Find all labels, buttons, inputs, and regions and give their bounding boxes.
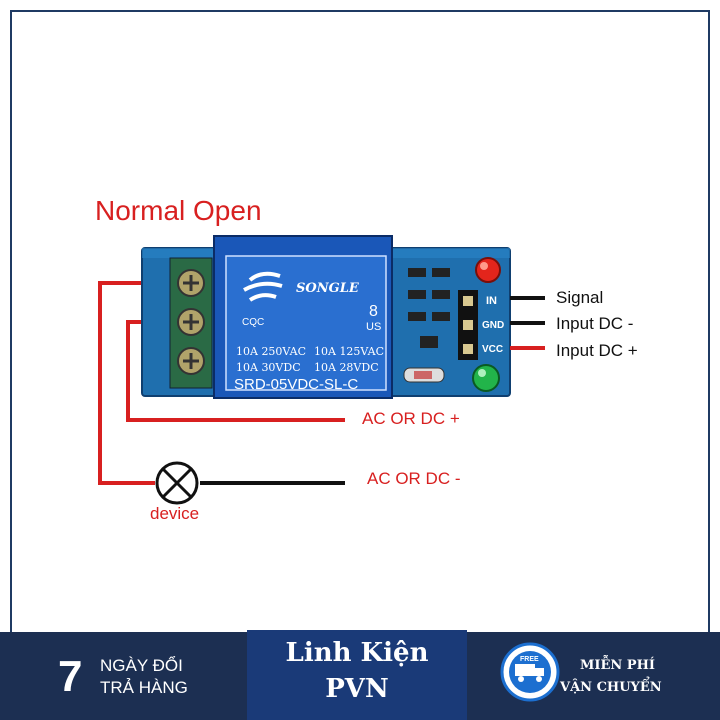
wire-normally-open: [98, 281, 160, 485]
songle-logo-icon: [243, 271, 283, 302]
power-led-icon: [475, 257, 501, 283]
label-signal: Signal: [556, 288, 604, 307]
label-input-dc-plus: Input DC +: [556, 341, 638, 360]
truck-icon: [515, 664, 544, 682]
relay-rating-1: 10A 250VAC: [236, 345, 306, 358]
smd-components: [403, 268, 450, 383]
return-line-1: NGÀY ĐỔI: [100, 656, 183, 675]
free-shipping-line-2: VẬN CHUYỂN: [560, 680, 662, 695]
label-ac-dc-plus: AC OR DC +: [362, 409, 460, 428]
terminal-screws: [177, 269, 205, 375]
pin-vcc-label: VCC: [482, 344, 503, 355]
free-badge-text: FREE: [520, 656, 539, 663]
free-shipping-line-1: MIỄN PHÍ: [580, 658, 655, 673]
status-led-icon: [472, 364, 500, 392]
return-days-number: 7: [58, 652, 83, 701]
label-input-dc-minus: Input DC -: [556, 314, 634, 333]
pin-in-label: IN: [486, 295, 497, 307]
shop-name-line-1: Linh Kiện: [285, 638, 429, 668]
return-line-2: TRẢ HÀNG: [100, 678, 188, 697]
label-ac-dc-minus: AC OR DC -: [367, 469, 461, 488]
relay-brand: SONGLE: [296, 281, 360, 296]
pin-gnd-label: GND: [482, 320, 504, 331]
diagram-title: Normal Open: [95, 195, 262, 226]
label-device: device: [150, 504, 200, 523]
relay-rating-2: 10A 125VAC: [314, 345, 384, 358]
shop-name-line-2: PVN: [325, 674, 389, 704]
shop-name-panel: Linh Kiện PVN: [247, 630, 467, 720]
relay-number: 8: [369, 303, 378, 320]
relay-cqc: CQC: [242, 317, 264, 328]
relay-rating-3: 10A 30VDC: [236, 361, 301, 374]
relay-rating-4: 10A 28VDC: [314, 361, 379, 374]
relay-us: US: [366, 321, 381, 333]
relay-model: SRD-05VDC-SL-C: [234, 376, 358, 393]
header-pins: [458, 290, 478, 360]
device-lamp-icon: [155, 461, 199, 505]
